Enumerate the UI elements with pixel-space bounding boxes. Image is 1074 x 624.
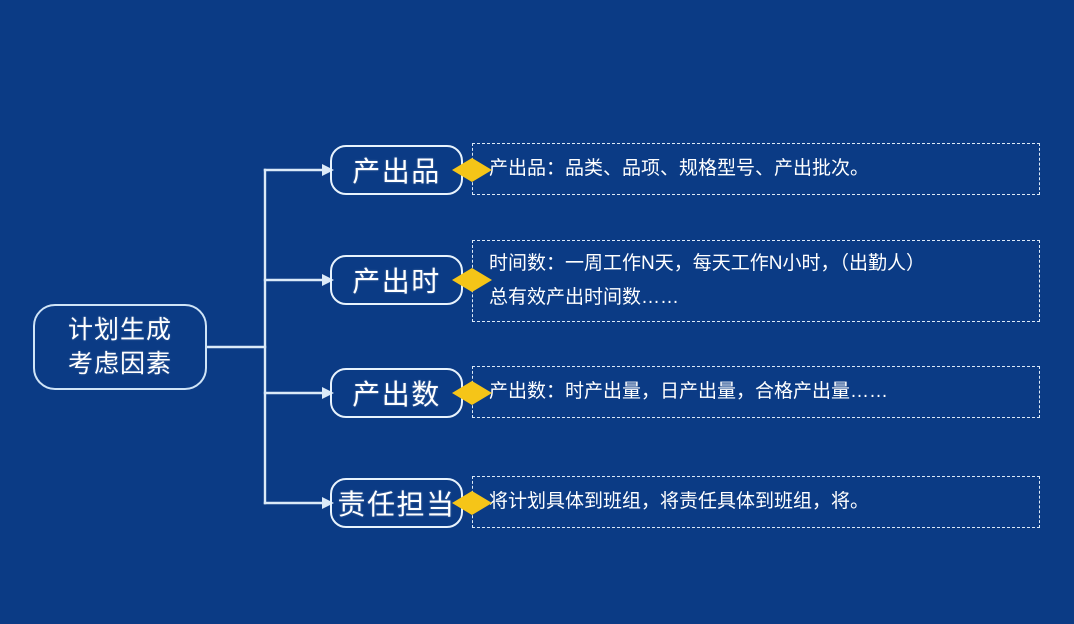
branch-node-2[interactable]: 产出时 — [330, 255, 463, 305]
description-box-1: 产出品：品类、品项、规格型号、产出批次。 — [472, 143, 1040, 195]
description-line: 总有效产出时间数…… — [489, 287, 680, 308]
root-node[interactable]: 计划生成 考虑因素 — [33, 304, 207, 390]
branch-node-3[interactable]: 产出数 — [330, 368, 463, 418]
root-label-line-1: 计划生成 — [67, 316, 172, 344]
description-line: 时间数：一周工作N天，每天工作N小时，（出勤人） — [489, 253, 925, 274]
branch-node-4[interactable]: 责任担当 — [330, 478, 463, 528]
description-line: 产出数：时产出量，日产出量，合格产出量…… — [489, 381, 889, 402]
description-line: 将计划具体到班组，将责任具体到班组，将。 — [489, 491, 870, 512]
branch-node-1[interactable]: 产出品 — [330, 145, 463, 195]
branch-label-4: 责任担当 — [337, 489, 456, 520]
description-box-2: 时间数：一周工作N天，每天工作N小时，（出勤人） 总有效产出时间数…… — [472, 240, 1040, 322]
description-box-4: 将计划具体到班组，将责任具体到班组，将。 — [472, 476, 1040, 528]
root-label-line-2: 考虑因素 — [67, 350, 172, 378]
description-line: 产出品：品类、品项、规格型号、产出批次。 — [489, 158, 870, 179]
branch-label-1: 产出品 — [352, 156, 441, 187]
description-box-3: 产出数：时产出量，日产出量，合格产出量…… — [472, 366, 1040, 418]
branch-label-2: 产出时 — [352, 266, 441, 297]
branch-label-3: 产出数 — [352, 379, 441, 410]
